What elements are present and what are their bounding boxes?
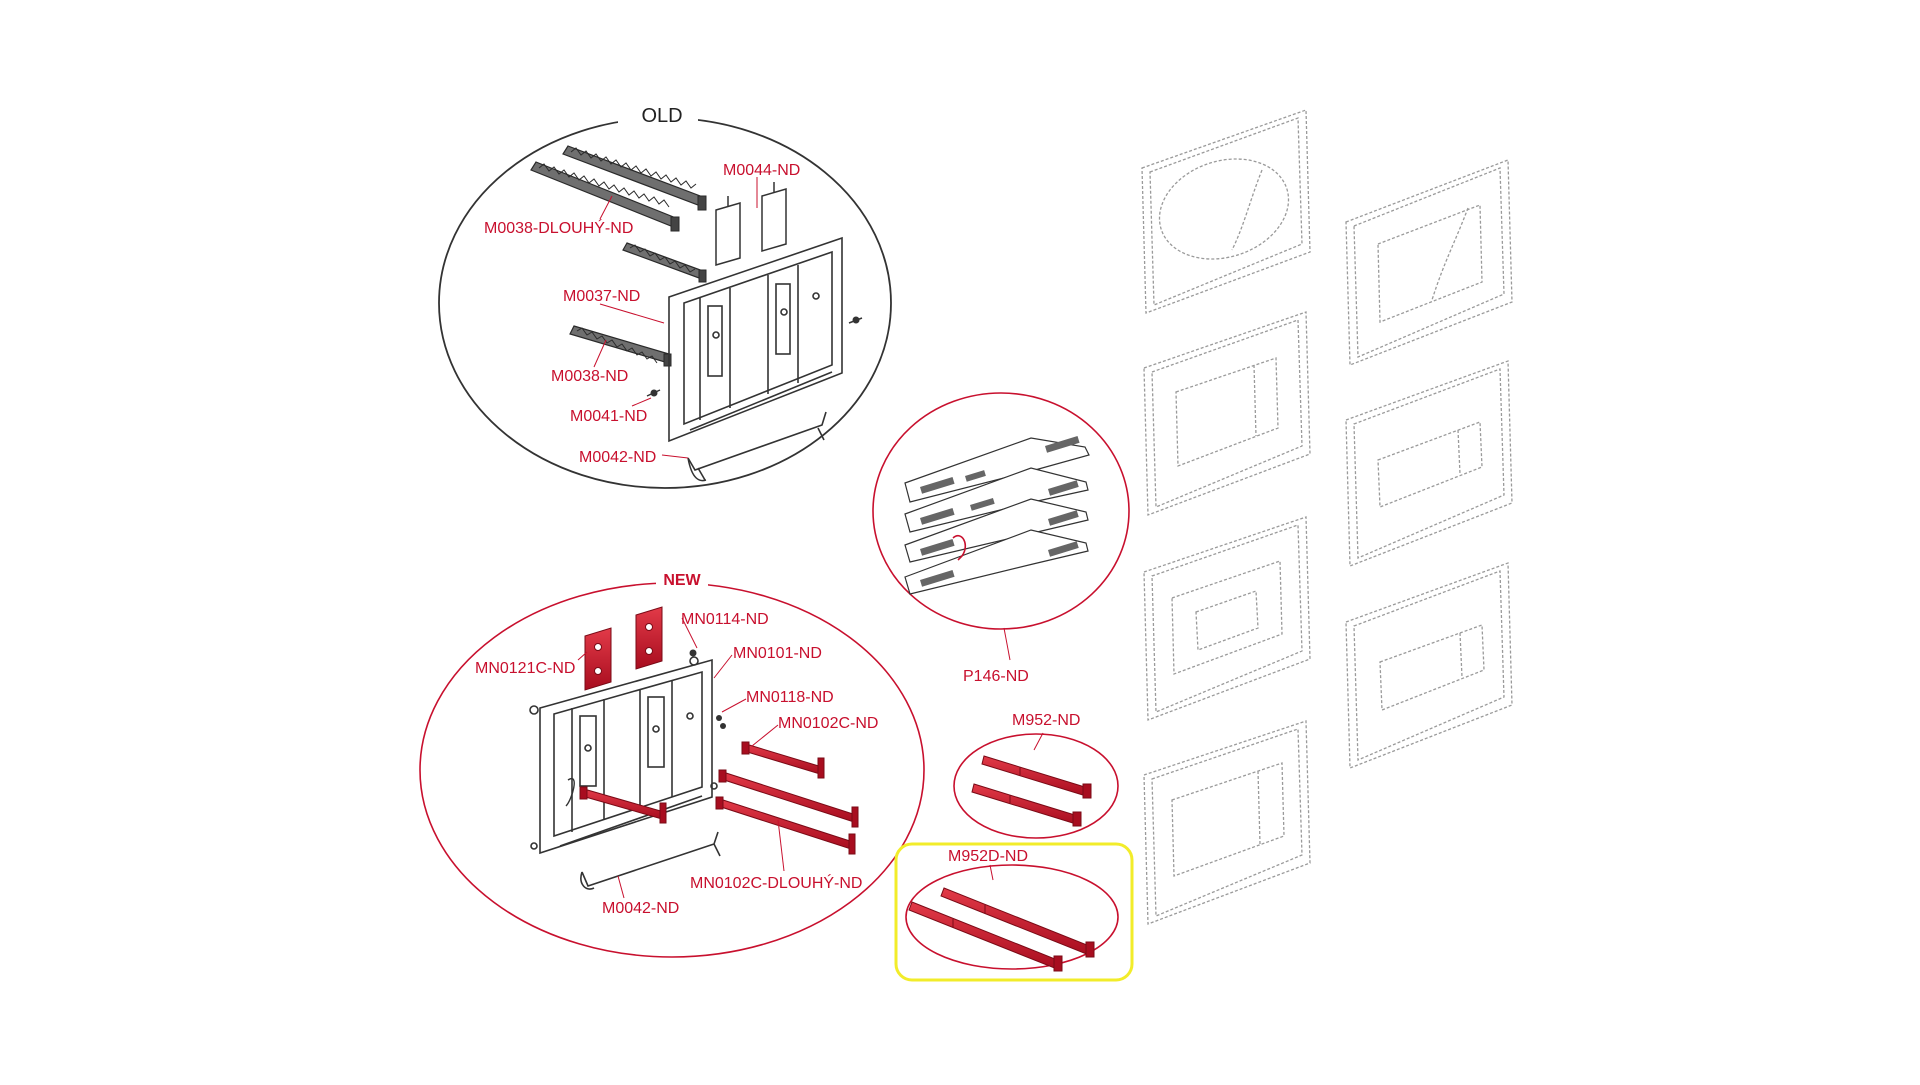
m952d-rods [908,887,1095,972]
m952-ellipse [953,733,1119,839]
flush-plate-6-icon [1345,360,1513,567]
old-rod-top-2 [530,161,680,232]
old-bracket-left [715,196,741,266]
label-mn0118: MN0118-ND [746,689,834,706]
new-group-title: NEW [663,572,701,589]
label-mn0114: MN0114-ND [681,611,769,628]
m952-group: M952-ND [953,712,1119,839]
label-m952: M952-ND [1012,712,1080,729]
new-frame [529,656,718,855]
label-mn0101: MN0101-ND [733,645,822,662]
highlight-box [894,842,1134,982]
label-m0038: M0038-ND [551,368,628,385]
label-m0042-new: M0042-ND [602,900,679,917]
old-rod-mid [622,242,707,283]
old-leaders [593,177,758,459]
new-wire [580,831,721,890]
flush-plate-2-icon [1143,311,1311,516]
old-rods [530,145,707,367]
old-wire [687,411,827,481]
old-group-title: OLD [641,105,682,127]
p146-ellipse [872,392,1130,630]
new-group: NEW [419,570,925,958]
label-mn0102c-dlouhy: MN0102C-DLOUHÝ-ND [690,873,862,892]
label-mn0102c: MN0102C-ND [778,715,878,732]
p146-levers [904,436,1090,595]
old-group: OLD [438,103,892,489]
old-group-ellipse [438,117,892,489]
label-m0037: M0037-ND [563,288,640,305]
new-leaders [577,617,785,899]
label-m952d: M952D-ND [948,848,1028,865]
m952d-ellipse [905,864,1119,970]
label-m0042-old: M0042-ND [579,449,656,466]
label-mn0121c: MN0121C-ND [475,660,575,677]
old-rod-top-1 [562,145,707,211]
new-rod-long-1 [718,769,859,828]
new-bracket-right [635,606,663,670]
flush-plate-1-icon [1141,109,1311,314]
old-screws [646,316,863,397]
flush-plates [1141,109,1513,925]
old-bracket-right [761,182,787,252]
m952-rods [971,755,1092,827]
new-rod-long-2 [715,796,856,855]
label-m0041: M0041-ND [570,408,647,425]
flush-plate-5-icon [1345,159,1513,366]
flush-plate-3-icon [1143,516,1311,721]
new-bracket-left [584,627,612,691]
new-rod-short [741,741,825,779]
new-rod-front [579,786,667,824]
label-m0044: M0044-ND [723,162,800,179]
old-rod-short [569,325,672,367]
new-rods [579,741,859,855]
flush-plate-7-icon [1345,562,1513,769]
old-frame [668,236,843,443]
new-clips [689,649,726,729]
m952d-group: M952D-ND [894,842,1134,982]
label-m0038-dlouhy: M0038-DLOUHÝ-ND [484,218,633,237]
p146-group: P146-ND [872,392,1130,685]
label-p146: P146-ND [963,668,1029,685]
flush-plate-4-icon [1143,720,1311,925]
